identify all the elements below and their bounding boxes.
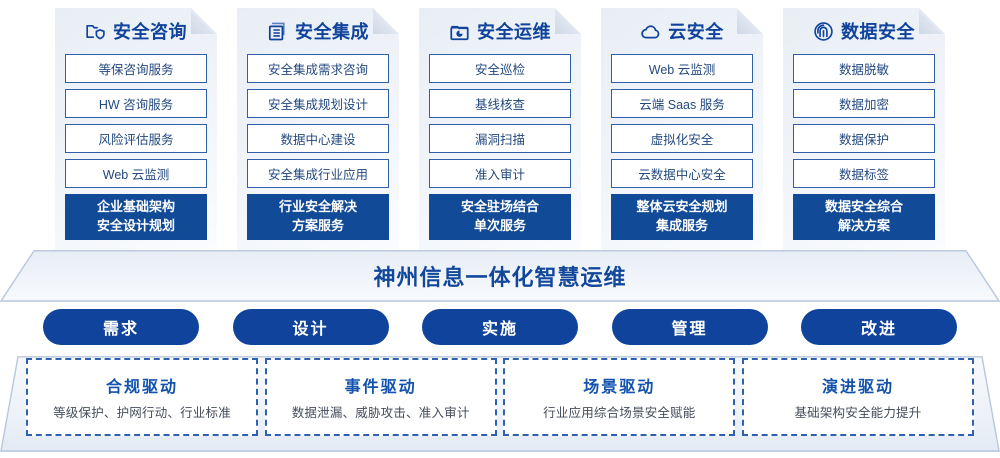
driver-title: 合规驱动 <box>105 379 178 396</box>
card-title: 云安全 <box>668 22 724 42</box>
service-column-security-operations[interactable]: 安全运维 安全巡检 基线核查 漏洞扫描 准入审计 安全驻场结合 单次服务 <box>419 8 581 253</box>
service-item[interactable]: 云端 Saas 服务 <box>611 89 753 118</box>
fingerprint-icon <box>813 21 834 42</box>
service-item[interactable]: 数据保护 <box>793 124 935 153</box>
card-header: 安全集成 <box>247 8 389 54</box>
phase-pill-requirement[interactable]: 需求 <box>43 309 199 345</box>
driver-box-incident[interactable]: 事件驱动 数据泄漏、威胁攻击、准入审计 <box>264 358 497 436</box>
driver-box-compliance[interactable]: 合规驱动 等级保护、护网行动、行业标准 <box>26 358 258 436</box>
highlight-line-2: 单次服务 <box>473 218 526 233</box>
highlight-line-1: 数据安全综合 <box>824 199 903 215</box>
service-highlight[interactable]: 数据安全综合 解决方案 <box>793 194 935 240</box>
card-title: 安全运维 <box>477 22 551 42</box>
service-highlight[interactable]: 行业安全解决 方案服务 <box>247 194 389 240</box>
highlight-line-2: 方案服务 <box>291 218 344 233</box>
card-title: 安全集成 <box>295 22 369 42</box>
service-item[interactable]: 数据脱敏 <box>793 54 935 83</box>
document-stack-icon <box>267 21 288 42</box>
service-highlight[interactable]: 安全驻场结合 单次服务 <box>429 194 571 240</box>
phase-pill-management[interactable]: 管理 <box>611 309 768 345</box>
driver-subtitle: 等级保护、护网行动、行业标准 <box>53 406 231 420</box>
service-item[interactable]: 基线核查 <box>429 89 571 118</box>
driver-title: 场景驱动 <box>583 379 656 396</box>
card-header: 数据安全 <box>793 8 935 54</box>
card-fold-corner <box>737 8 763 34</box>
service-columns: 安全咨询 等保咨询服务 HW 咨询服务 风险评估服务 Web 云监测 企业基础架… <box>0 8 1000 253</box>
service-item[interactable]: HW 咨询服务 <box>65 89 207 118</box>
service-column-security-integration[interactable]: 安全集成 安全集成需求咨询 安全集成规划设计 数据中心建设 安全集成行业应用 行… <box>237 8 399 253</box>
service-highlight[interactable]: 整体云安全规划 集成服务 <box>611 194 753 240</box>
service-item[interactable]: 安全集成规划设计 <box>247 89 389 118</box>
driver-title: 事件驱动 <box>344 379 417 396</box>
phase-pills: 需求 设计 实施 管理 改进 <box>0 309 1000 349</box>
service-column-cloud-security[interactable]: 云安全 Web 云监测 云端 Saas 服务 虚拟化安全 云数据中心安全 整体云… <box>601 8 763 253</box>
service-item[interactable]: 等保咨询服务 <box>65 54 207 83</box>
service-item[interactable]: 准入审计 <box>429 159 571 188</box>
driver-subtitle: 行业应用综合场景安全赋能 <box>543 406 696 420</box>
service-item[interactable]: 安全集成行业应用 <box>247 159 389 188</box>
card-header: 安全咨询 <box>65 8 207 54</box>
service-item[interactable]: 漏洞扫描 <box>429 124 571 153</box>
service-item[interactable]: Web 云监测 <box>611 54 753 83</box>
service-item[interactable]: 安全巡检 <box>429 54 571 83</box>
card-fold-corner <box>373 8 399 34</box>
driver-subtitle: 基础架构安全能力提升 <box>794 406 922 420</box>
driver-boxes: 合规驱动 等级保护、护网行动、行业标准 事件驱动 数据泄漏、威胁攻击、准入审计 … <box>0 358 1000 440</box>
service-item[interactable]: 数据加密 <box>793 89 935 118</box>
service-item[interactable]: Web 云监测 <box>65 159 207 188</box>
driver-subtitle: 数据泄漏、威胁攻击、准入审计 <box>291 406 470 420</box>
platform-banner-title: 神州信息一体化智慧运维 <box>373 265 627 290</box>
highlight-line-2: 安全设计规划 <box>96 218 175 233</box>
highlight-line-2: 集成服务 <box>655 218 708 233</box>
highlight-line-1: 企业基础架构 <box>96 199 175 215</box>
service-item[interactable]: 云数据中心安全 <box>611 159 753 188</box>
service-column-security-consulting[interactable]: 安全咨询 等保咨询服务 HW 咨询服务 风险评估服务 Web 云监测 企业基础架… <box>55 8 217 253</box>
phase-pill-design[interactable]: 设计 <box>232 309 389 345</box>
card-fold-corner <box>191 8 217 34</box>
service-highlight[interactable]: 企业基础架构 安全设计规划 <box>65 194 207 240</box>
highlight-line-1: 安全驻场结合 <box>460 199 539 215</box>
service-item[interactable]: 虚拟化安全 <box>611 124 753 153</box>
card-fold-corner <box>555 8 581 34</box>
platform-banner: 神州信息一体化智慧运维 <box>0 250 1000 302</box>
card-fold-corner <box>919 8 945 34</box>
folder-shield-icon <box>85 21 106 42</box>
driver-box-evolution[interactable]: 演进驱动 基础架构安全能力提升 <box>741 358 974 436</box>
highlight-line-1: 整体云安全规划 <box>636 199 728 215</box>
card-header: 安全运维 <box>429 8 571 54</box>
service-item[interactable]: 安全集成需求咨询 <box>247 54 389 83</box>
phase-pill-improvement[interactable]: 改进 <box>801 309 957 345</box>
phase-pill-implementation[interactable]: 实施 <box>422 309 578 345</box>
card-title: 安全咨询 <box>113 22 187 42</box>
highlight-line-2: 解决方案 <box>837 218 890 233</box>
card-title: 数据安全 <box>841 22 915 42</box>
service-item[interactable]: 数据标签 <box>793 159 935 188</box>
service-item[interactable]: 数据中心建设 <box>247 124 389 153</box>
folder-chart-icon <box>449 21 470 42</box>
card-header: 云安全 <box>611 8 753 54</box>
highlight-line-1: 行业安全解决 <box>278 199 357 215</box>
service-column-data-security[interactable]: 数据安全 数据脱敏 数据加密 数据保护 数据标签 数据安全综合 解决方案 <box>783 8 945 253</box>
driver-box-scenario[interactable]: 场景驱动 行业应用综合场景安全赋能 <box>503 358 736 436</box>
driver-title: 演进驱动 <box>821 379 894 396</box>
cloud-icon <box>640 21 661 42</box>
service-item[interactable]: 风险评估服务 <box>65 124 207 153</box>
